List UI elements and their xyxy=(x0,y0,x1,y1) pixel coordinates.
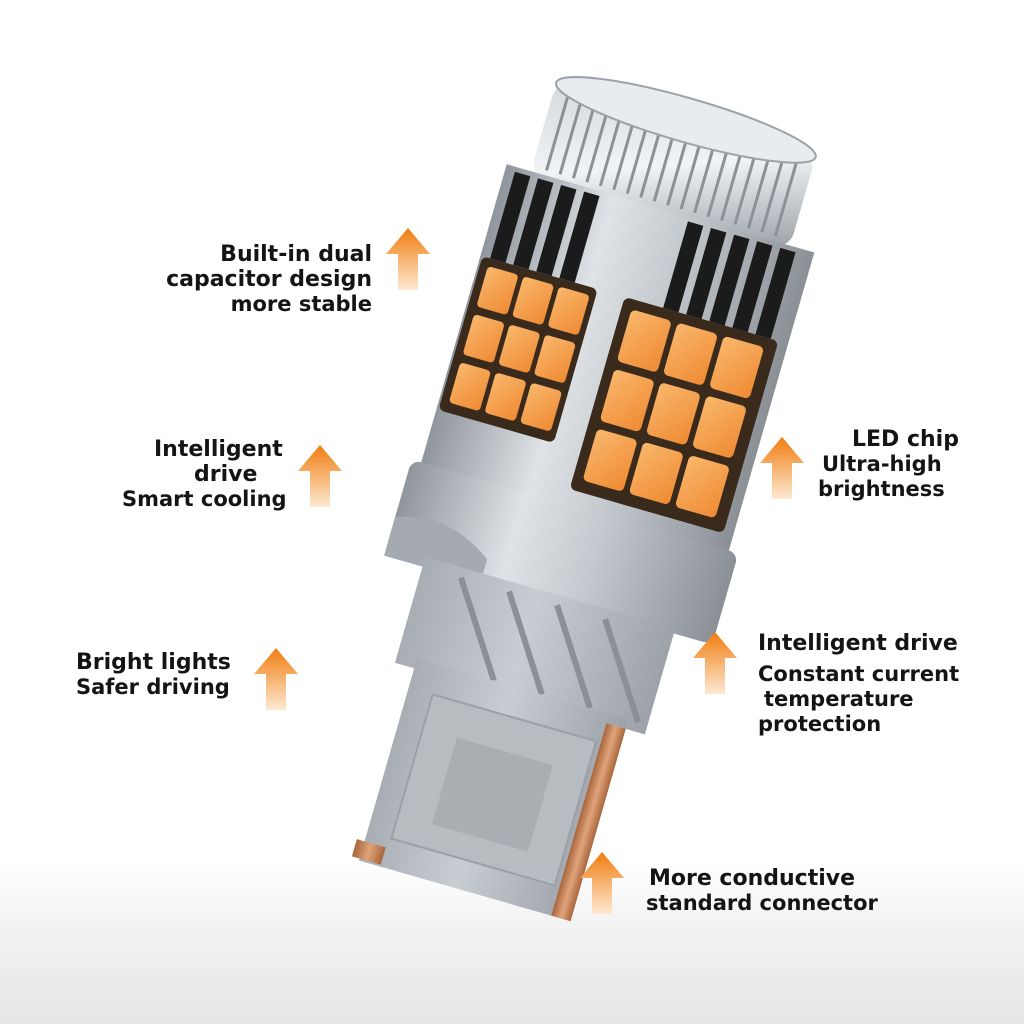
feature-capacitor-line2: capacitor design xyxy=(166,267,372,292)
up-arrow-icon xyxy=(580,852,624,914)
feature-cooling-line3: Smart cooling xyxy=(122,487,287,511)
feature-constant-line4: protection xyxy=(758,712,882,736)
up-arrow-icon xyxy=(760,437,804,499)
feature-cooling-line2: drive xyxy=(194,462,258,487)
feature-led-chip-line2: Ultra-high xyxy=(822,452,942,476)
up-arrow-icon xyxy=(693,632,737,694)
feature-led-chip-line1: LED chip xyxy=(852,427,959,452)
feature-bright: Bright lights Safer driving xyxy=(76,650,231,700)
feature-connector: More conductive standard connector xyxy=(646,866,878,916)
feature-connector-line2: standard connector xyxy=(646,891,878,915)
feature-bright-line1: Bright lights xyxy=(76,650,231,675)
feature-bright-line2: Safer driving xyxy=(76,675,230,699)
feature-constant-current: Intelligent drive Constant current tempe… xyxy=(758,631,959,737)
up-arrow-icon xyxy=(298,445,342,507)
feature-cooling: Intelligent drive Smart cooling xyxy=(122,437,287,512)
feature-cooling-line1: Intelligent xyxy=(154,437,283,462)
up-arrow-icon xyxy=(254,648,298,710)
feature-led-chip: LED chip Ultra-high brightness xyxy=(818,427,959,502)
feature-capacitor-line3: more stable xyxy=(230,292,372,316)
feature-constant-line2: Constant current xyxy=(758,662,960,686)
feature-led-chip-line3: brightness xyxy=(818,477,945,501)
feature-constant-line3: temperature xyxy=(764,687,914,711)
feature-capacitor-line1: Built-in dual xyxy=(220,242,372,267)
feature-connector-line1: More conductive xyxy=(649,866,856,891)
up-arrow-icon xyxy=(386,228,430,290)
feature-capacitor: Built-in dual capacitor design more stab… xyxy=(166,242,372,317)
feature-constant-line1: Intelligent drive xyxy=(758,631,958,656)
